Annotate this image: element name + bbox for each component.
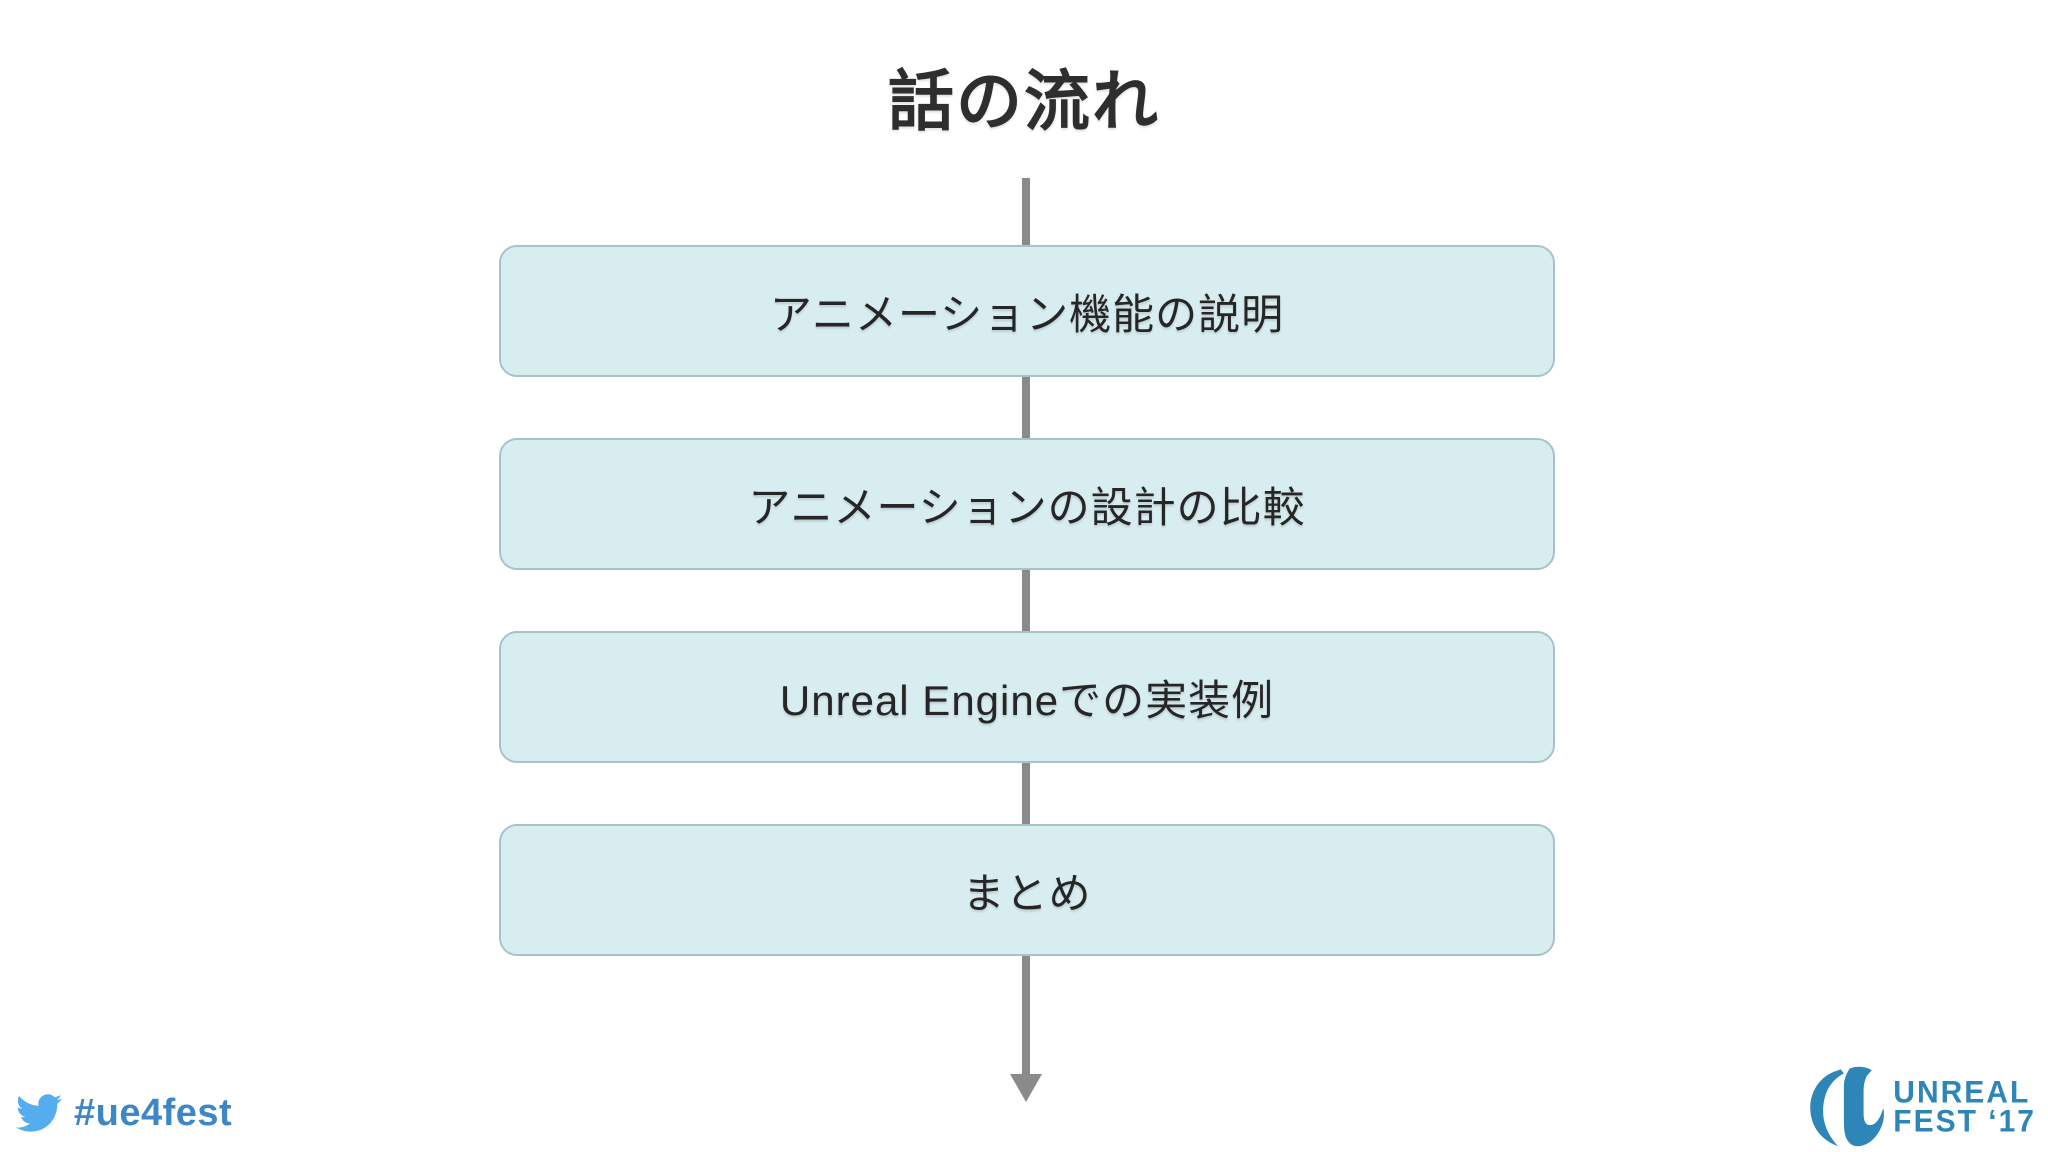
hashtag-label: #ue4fest (74, 1091, 233, 1134)
flow-step-2-label: アニメーションの設計の比較 (748, 483, 1306, 531)
flow-connector-line (1022, 178, 1030, 1076)
flow-step-4: まとめ (499, 824, 1555, 956)
flow-step-1-label: アニメーション機能の説明 (769, 290, 1285, 338)
flow-step-2: アニメーションの設計の比較 (499, 438, 1555, 570)
flow-step-3-label: Unreal Engineでの実装例 (779, 676, 1275, 724)
unreal-logo-text: UNREAL FEST ‘17 (1893, 1074, 2036, 1139)
flow-step-3: Unreal Engineでの実装例 (499, 631, 1555, 763)
flow-arrowhead-icon (1010, 1074, 1042, 1102)
unreal-u-icon (1807, 1066, 1889, 1148)
unreal-fest-logo: UNREAL FEST ‘17 (1807, 1066, 2036, 1148)
flow-step-4-label: まとめ (962, 869, 1092, 917)
twitter-bird-icon (12, 1090, 66, 1136)
page-title: 話の流れ (888, 64, 1160, 138)
unreal-logo-line1: UNREAL (1893, 1074, 2031, 1110)
hashtag-group: #ue4fest (12, 1090, 232, 1136)
unreal-logo-line2: FEST ‘17 (1893, 1104, 2036, 1139)
flow-step-1: アニメーション機能の説明 (499, 245, 1555, 377)
